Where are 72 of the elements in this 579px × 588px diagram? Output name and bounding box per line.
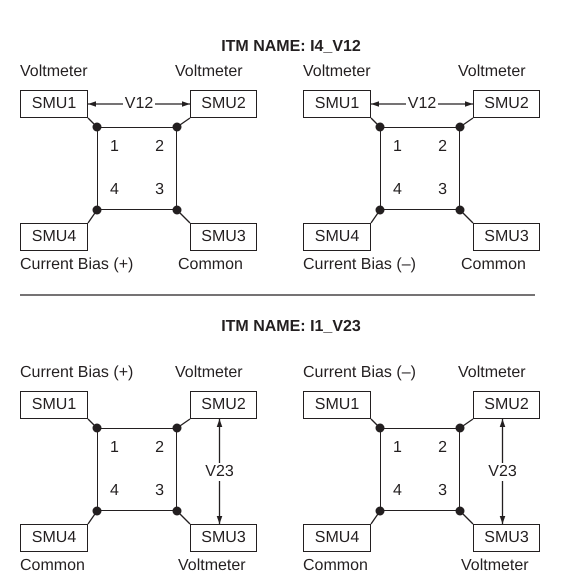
smu-box: SMU1 xyxy=(303,391,371,419)
terminal-number: 3 xyxy=(155,181,164,199)
sample-square xyxy=(97,428,177,511)
smu-box: SMU1 xyxy=(303,90,371,118)
role-label: Common xyxy=(178,256,243,274)
sample-square xyxy=(380,127,460,210)
smu-box: SMU4 xyxy=(20,524,88,552)
terminal-number: 1 xyxy=(393,138,402,156)
terminal-number: 2 xyxy=(155,138,164,156)
role-label: Voltmeter xyxy=(175,364,243,382)
terminal-number: 3 xyxy=(438,482,447,500)
role-label: Voltmeter xyxy=(178,557,246,575)
wire xyxy=(172,418,190,432)
smu-box: SMU3 xyxy=(190,524,257,552)
smu-box: SMU2 xyxy=(473,391,540,419)
terminal-number: 4 xyxy=(393,181,402,199)
terminal-number: 1 xyxy=(393,439,402,457)
sample-square xyxy=(97,127,177,210)
role-label: Common xyxy=(303,557,368,575)
sample-square xyxy=(380,428,460,511)
role-label: Current Bias (–) xyxy=(303,364,416,382)
smu-box: SMU1 xyxy=(20,391,88,419)
terminal-number: 1 xyxy=(110,138,119,156)
role-label: Voltmeter xyxy=(303,63,371,81)
terminal-number: 4 xyxy=(110,181,119,199)
smu-box: SMU3 xyxy=(190,223,257,251)
smu-box: SMU2 xyxy=(190,90,257,118)
wire xyxy=(172,506,190,524)
wire xyxy=(370,118,384,132)
terminal-number: 3 xyxy=(155,482,164,500)
wire xyxy=(370,418,384,432)
edge-label: V23 xyxy=(486,462,519,480)
terminal-number: 4 xyxy=(393,482,402,500)
terminal-number: 2 xyxy=(155,439,164,457)
role-label: Common xyxy=(461,256,526,274)
wire xyxy=(456,506,474,524)
role-label: Voltmeter xyxy=(175,63,243,81)
wire xyxy=(456,206,474,224)
wire xyxy=(456,117,474,132)
wire xyxy=(87,506,102,524)
role-label: Current Bias (–) xyxy=(303,256,416,274)
wire xyxy=(370,506,384,524)
smu-box: SMU4 xyxy=(303,223,371,251)
terminal-number: 4 xyxy=(110,482,119,500)
wire xyxy=(87,206,102,224)
role-label: Voltmeter xyxy=(461,557,529,575)
terminal-number: 3 xyxy=(438,181,447,199)
role-label: Voltmeter xyxy=(458,63,526,81)
heading: ITM NAME: I4_V12 xyxy=(221,38,361,56)
edge-label: V23 xyxy=(203,462,236,480)
smu-box: SMU4 xyxy=(20,223,88,251)
terminal-number: 2 xyxy=(438,138,447,156)
role-label: Voltmeter xyxy=(458,364,526,382)
heading: ITM NAME: I1_V23 xyxy=(221,318,361,336)
smu-box: SMU2 xyxy=(473,90,540,118)
wire xyxy=(172,206,190,224)
role-label: Current Bias (+) xyxy=(20,256,134,274)
wire xyxy=(88,418,102,432)
role-label: Voltmeter xyxy=(20,63,88,81)
role-label: Common xyxy=(20,557,85,575)
terminal-number: 1 xyxy=(110,439,119,457)
role-label: Current Bias (+) xyxy=(20,364,134,382)
terminal-number: 2 xyxy=(438,439,447,457)
smu-box: SMU1 xyxy=(20,90,88,118)
smu-box: SMU3 xyxy=(473,223,540,251)
wire xyxy=(88,118,102,132)
smu-box: SMU3 xyxy=(473,524,540,552)
smu-box: SMU4 xyxy=(303,524,371,552)
wire xyxy=(370,206,384,224)
smu-box: SMU2 xyxy=(190,391,257,419)
wire xyxy=(172,117,190,132)
wire xyxy=(456,418,474,432)
